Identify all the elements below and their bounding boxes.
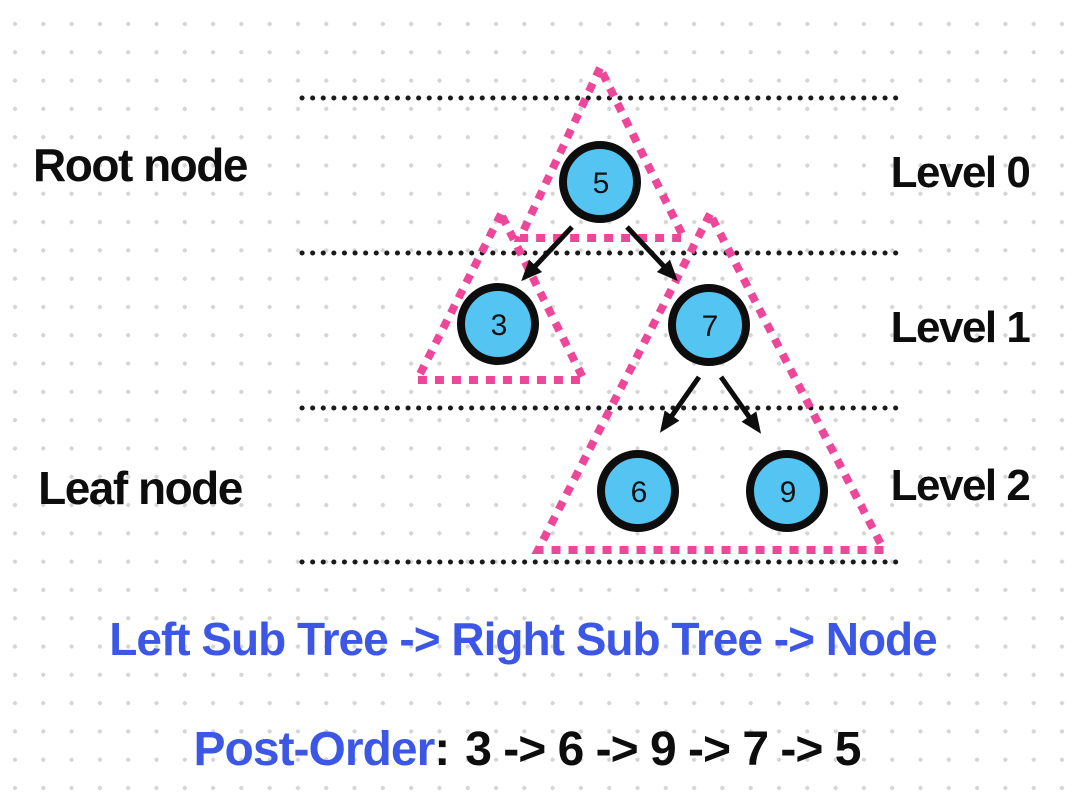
tree-node-6-value: 6 (631, 476, 648, 509)
root-node-triangle (513, 58, 691, 242)
level-1-label: Level 1 (890, 303, 1031, 352)
edge-7-9 (718, 375, 762, 434)
root-node-label: Root node (33, 139, 248, 191)
post-order-separator: : (434, 723, 450, 776)
right-subtree-triangle (531, 205, 891, 554)
post-order-sequence: 3 -> 6 -> 9 -> 7 -> 5 (465, 723, 861, 776)
left-subtree-triangle (410, 205, 591, 384)
level-0-label: Level 0 (890, 148, 1031, 197)
traversal-rule-text: Left Sub Tree -> Right Sub Tree -> Node (109, 613, 937, 665)
tree-node-5-value: 5 (593, 167, 610, 200)
tree-node-9-value: 9 (780, 476, 797, 509)
post-order-label: Post-Order (193, 723, 436, 776)
edge-5-7 (625, 225, 678, 282)
tree-node-3-value: 3 (491, 309, 508, 342)
tree-node-7 (668, 284, 750, 366)
tree-node-7-value: 7 (702, 310, 719, 343)
level-2-label: Level 2 (890, 461, 1031, 510)
leaf-node-label: Leaf node (38, 462, 243, 514)
tree-node-3 (457, 283, 539, 365)
tree-node-6 (597, 450, 679, 532)
tree-node-9 (746, 450, 828, 532)
edge-5-3 (521, 225, 574, 282)
post-order-line: Post-Order:3 -> 6 -> 9 -> 7 -> 5 (0, 722, 1076, 777)
edge-7-6 (659, 375, 702, 433)
tree-node-5 (559, 141, 641, 223)
